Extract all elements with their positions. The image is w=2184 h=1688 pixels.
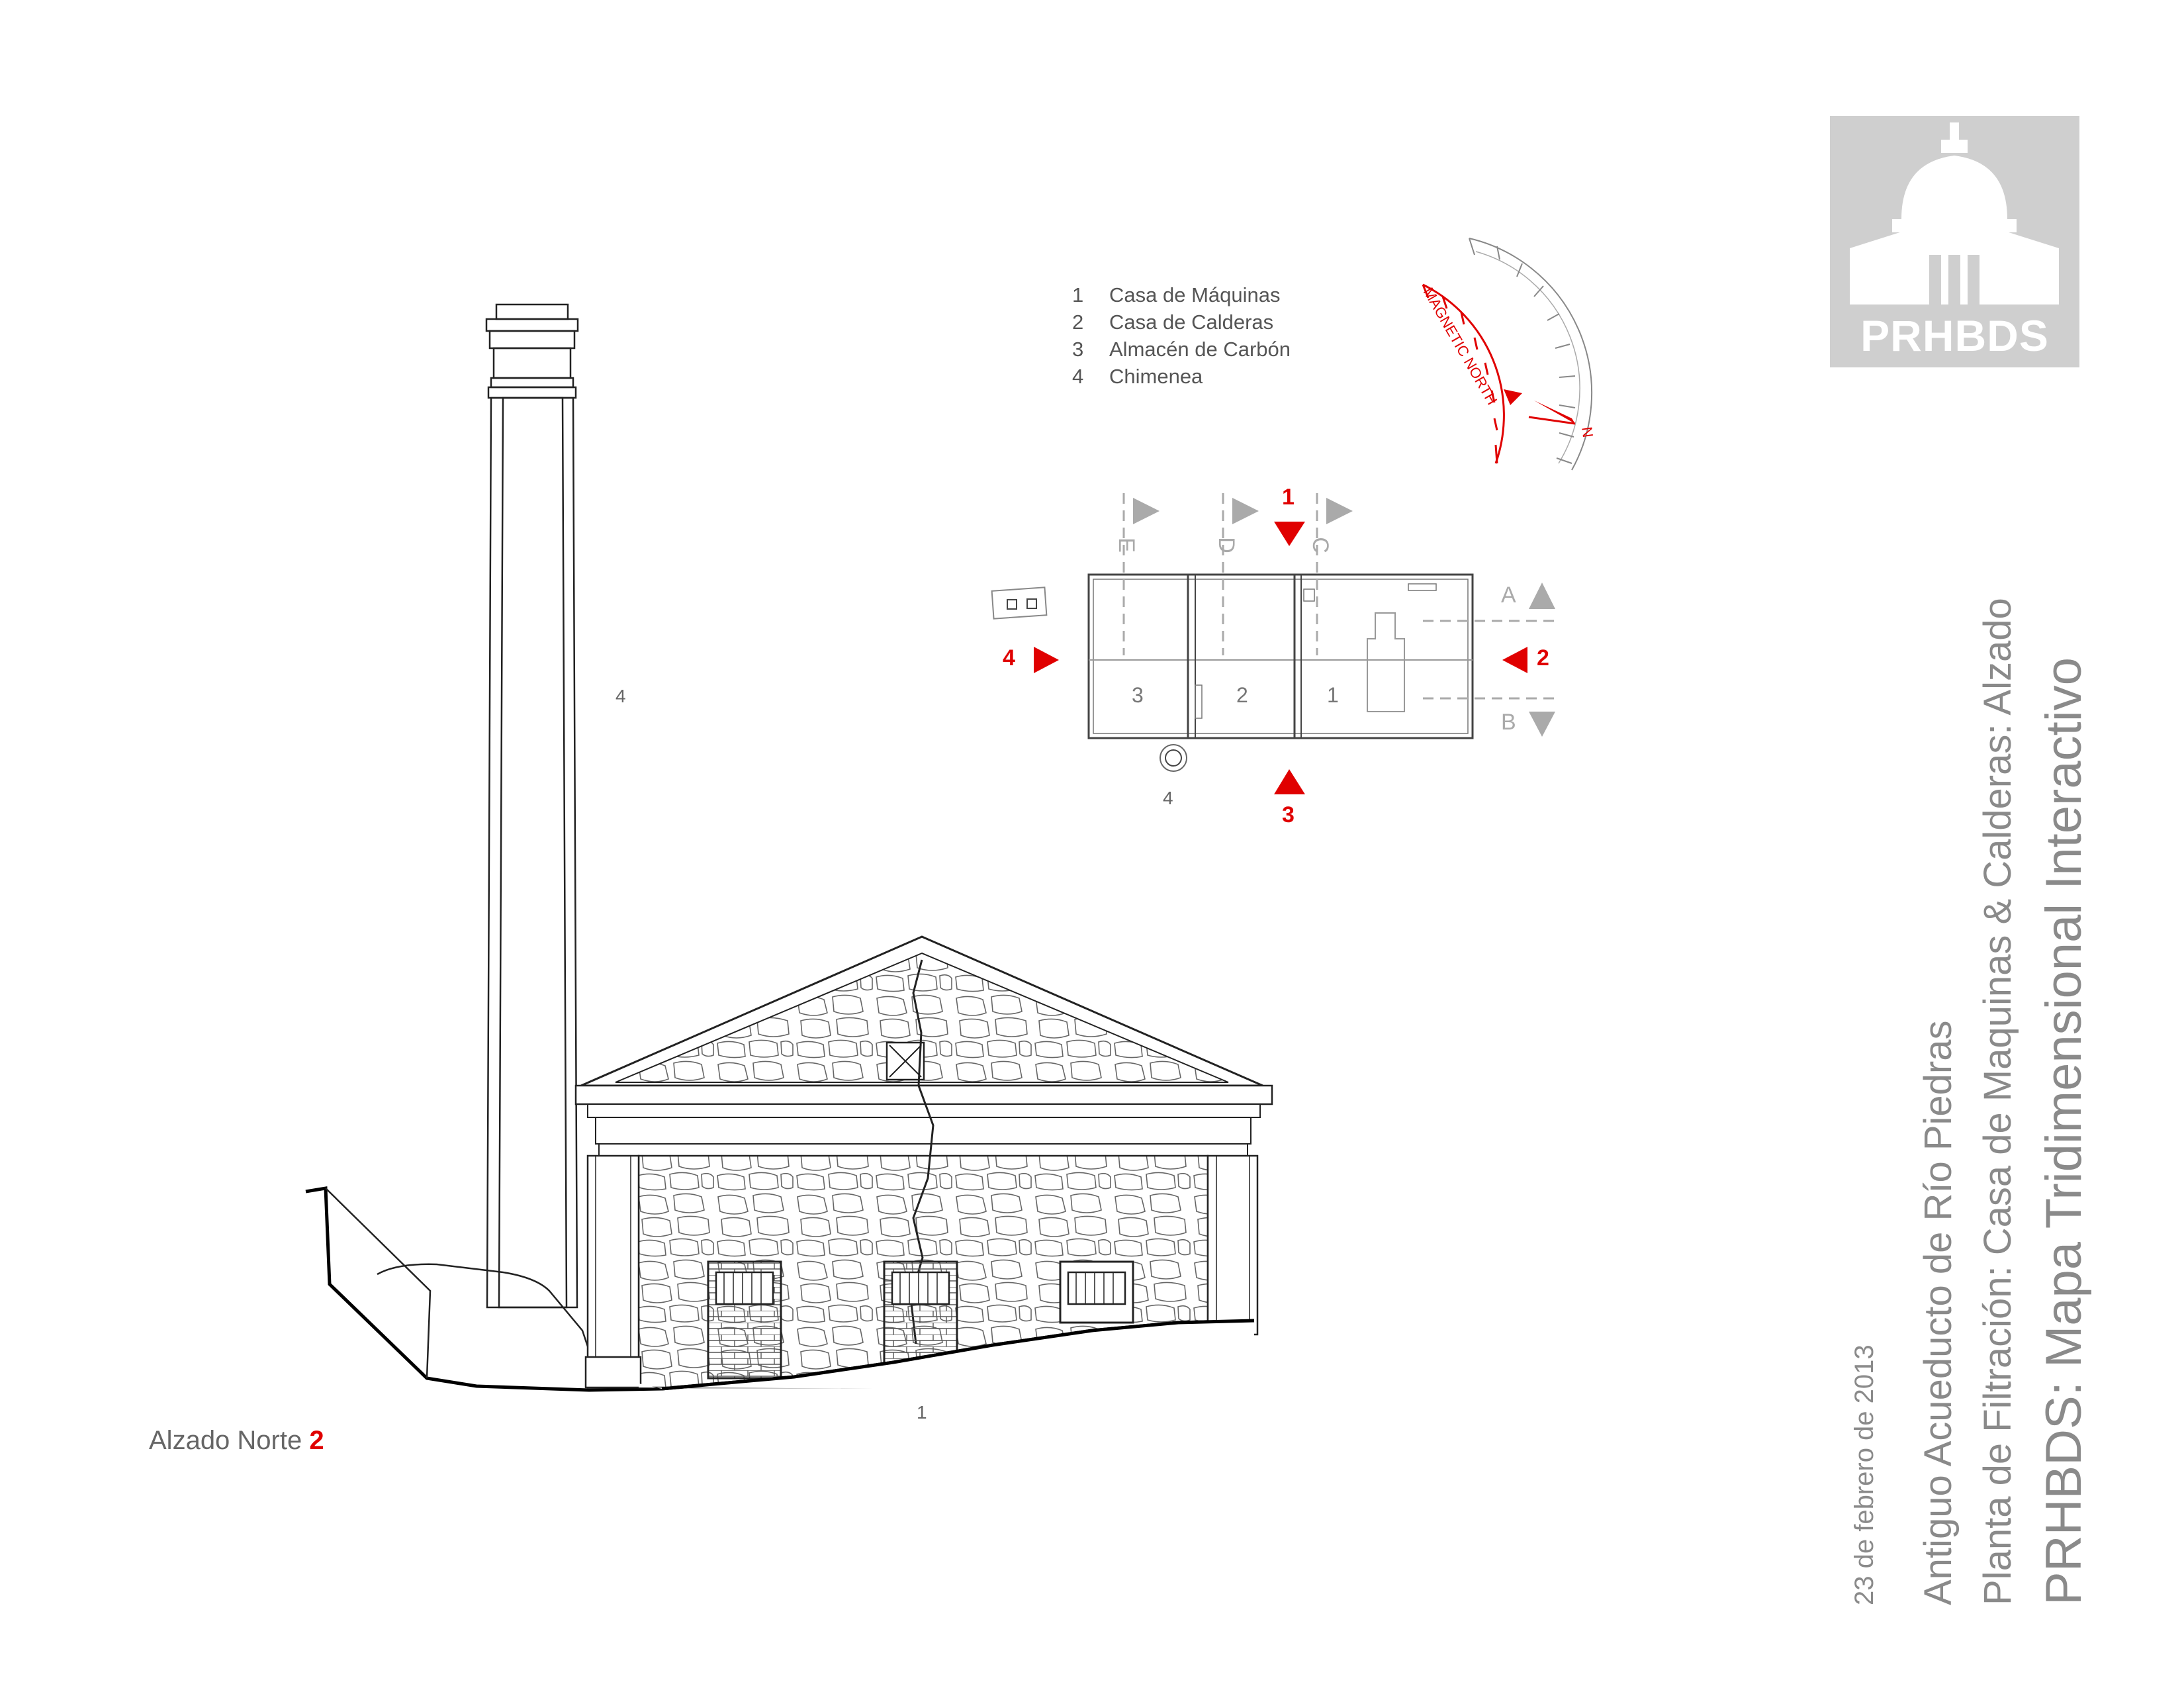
magnetic-north-label: MAGNETIC NORTH xyxy=(1420,285,1501,408)
building-label: 1 xyxy=(917,1402,927,1423)
legend-number: 3 xyxy=(1072,338,1084,361)
legend-label: Casa de Calderas xyxy=(1109,310,1274,334)
view-marker-4: 4 xyxy=(1003,645,1015,671)
compass: N MAGNETIC NORTH xyxy=(1420,238,1596,471)
legend-item: 3 Almacén de Carbón xyxy=(1072,336,1291,363)
section-label-a: A xyxy=(1501,583,1516,608)
chimney-plan-number: 4 xyxy=(1163,788,1173,808)
legend-label: Chimenea xyxy=(1109,365,1203,388)
project-title: Antiguo Acueducto de Río Piedras xyxy=(1917,1020,1960,1605)
view-marker-3: 3 xyxy=(1282,802,1295,827)
legend-number: 1 xyxy=(1072,283,1084,306)
legend-item: 4 Chimenea xyxy=(1072,363,1291,390)
window-3 xyxy=(1059,1260,1134,1324)
room-number-3: 3 xyxy=(1132,683,1144,707)
view-marker-2: 2 xyxy=(1537,645,1549,671)
mound xyxy=(325,1188,590,1379)
legend-number: 2 xyxy=(1072,310,1084,334)
view-marker-1: 1 xyxy=(1282,485,1295,510)
section-label-b: B xyxy=(1501,710,1516,735)
legend-item: 1 Casa de Máquinas xyxy=(1072,281,1291,308)
north-label: N xyxy=(1578,426,1596,438)
sheet-subtitle: Planta de Filtración: Casa de Maquinas &… xyxy=(1976,598,2019,1605)
legend: 1 Casa de Máquinas 2 Casa de Calderas 3 Alm… xyxy=(1072,281,1291,390)
section-label-c: C xyxy=(1307,537,1333,553)
room-number-2: 2 xyxy=(1236,683,1248,707)
section-label-d: D xyxy=(1213,537,1239,553)
engine-house-elevation xyxy=(574,935,1273,1391)
floor-plan xyxy=(991,493,1555,794)
window-1 xyxy=(707,1260,782,1380)
capitol-icon xyxy=(1850,122,2059,305)
drawing-title: Alzado Norte 2 xyxy=(149,1426,324,1456)
drawing-title-number: 2 xyxy=(309,1426,324,1455)
chimney xyxy=(485,303,579,1309)
legend-number: 4 xyxy=(1072,365,1084,388)
logo-text: PRHBDS xyxy=(1860,311,2049,360)
prhbds-logo: PRHBDS xyxy=(1830,116,2079,367)
legend-label: Casa de Máquinas xyxy=(1109,283,1281,306)
series-title: PRHBDS: Mapa Tridimensional Interactivo xyxy=(2036,657,2092,1605)
room-number-1: 1 xyxy=(1327,683,1339,707)
sheet-date: 23 de febrero de 2013 xyxy=(1850,1344,1879,1605)
legend-label: Almacén de Carbón xyxy=(1109,338,1291,361)
drawing-title-text: Alzado Norte xyxy=(149,1426,302,1455)
section-label-e: E xyxy=(1113,538,1139,553)
chimney-label: 4 xyxy=(615,686,626,706)
legend-item: 2 Casa de Calderas xyxy=(1072,308,1291,336)
